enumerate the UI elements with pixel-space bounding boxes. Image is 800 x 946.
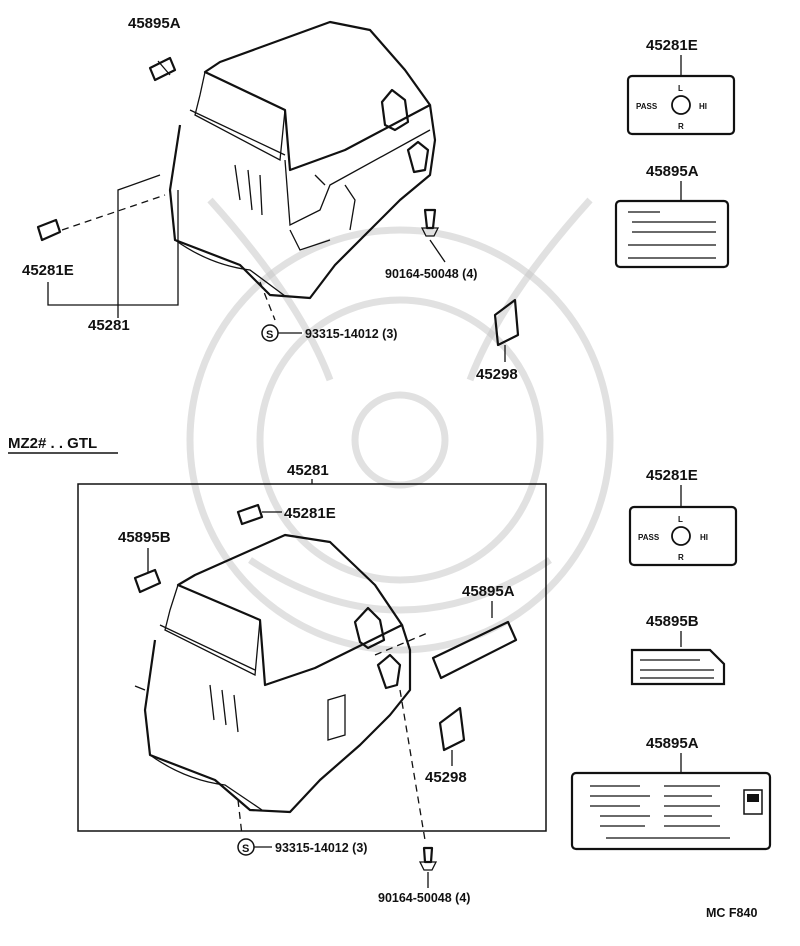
instruction-plate-45895A-gtl[interactable]	[570, 771, 772, 851]
svg-text:HI: HI	[699, 102, 707, 111]
top-column-cover-assembly	[168, 20, 437, 300]
light-switch-plate-gtl[interactable]	[628, 505, 738, 567]
svg-text:S: S	[266, 329, 273, 341]
label-45281E-part-gtl[interactable]	[236, 503, 264, 526]
bottom-label-45298: 45298	[425, 769, 467, 786]
svg-text:R: R	[678, 122, 684, 131]
label-45281: 45281	[88, 317, 130, 334]
section-title: MZ2# . . GTL	[8, 435, 97, 452]
instruction-plate-45895A[interactable]	[614, 199, 730, 269]
upper-column-cover[interactable]	[203, 20, 432, 172]
switch-dial-icon-gtl	[671, 526, 691, 546]
footer-code: MC F840	[706, 906, 757, 920]
label-45281E: 45281E	[22, 262, 74, 279]
plate-label-45281E-gtl: 45281E	[646, 467, 698, 484]
plate-label-45895A: 45895A	[646, 163, 699, 180]
switch-dial-icon	[671, 95, 691, 115]
svg-text:L: L	[678, 515, 683, 524]
svg-text:L: L	[678, 84, 683, 93]
lower-column-cover[interactable]	[168, 104, 437, 300]
bottom-label-45895B: 45895B	[118, 529, 171, 546]
plate-label-45281E: 45281E	[646, 37, 698, 54]
svg-text:R: R	[678, 553, 684, 562]
light-switch-plate[interactable]	[626, 74, 736, 136]
svg-text:PASS: PASS	[636, 102, 658, 111]
label-45895A-part[interactable]	[148, 56, 177, 82]
screw-part-number: 93315-14012 (3)	[305, 327, 397, 341]
pad-45298-part[interactable]	[493, 298, 520, 347]
bolt-icon-gtl	[422, 846, 434, 864]
bottom-label-45895A: 45895A	[462, 583, 515, 600]
upper-column-cover-gtl[interactable]	[176, 533, 404, 687]
label-45298: 45298	[476, 366, 518, 383]
bottom-column-cover-assembly	[134, 533, 412, 814]
pad-45298-part-gtl[interactable]	[438, 706, 466, 752]
svg-text:PASS: PASS	[638, 533, 660, 542]
label-45281E-part[interactable]	[36, 218, 62, 242]
label-45895A: 45895A	[128, 15, 181, 32]
bolt-icon	[423, 208, 437, 230]
svg-text:HI: HI	[700, 533, 708, 542]
svg-text:S: S	[242, 843, 249, 855]
lower-column-cover-gtl[interactable]	[143, 624, 412, 814]
instruction-plate-45895B[interactable]	[630, 648, 726, 686]
bottom-label-45281E: 45281E	[284, 505, 336, 522]
label-45895A-part-gtl[interactable]	[431, 620, 518, 680]
bolt-part-number: 90164-50048 (4)	[385, 267, 477, 281]
label-45895B-part[interactable]	[133, 568, 162, 594]
bottom-screw-part-number: 93315-14012 (3)	[275, 841, 367, 855]
bottom-bolt-part-number: 90164-50048 (4)	[378, 891, 470, 905]
watermark-emblem	[186, 197, 614, 654]
bottom-label-45281: 45281	[287, 462, 329, 479]
plate-label-45895A-gtl: 45895A	[646, 735, 699, 752]
plate-label-45895B: 45895B	[646, 613, 699, 630]
